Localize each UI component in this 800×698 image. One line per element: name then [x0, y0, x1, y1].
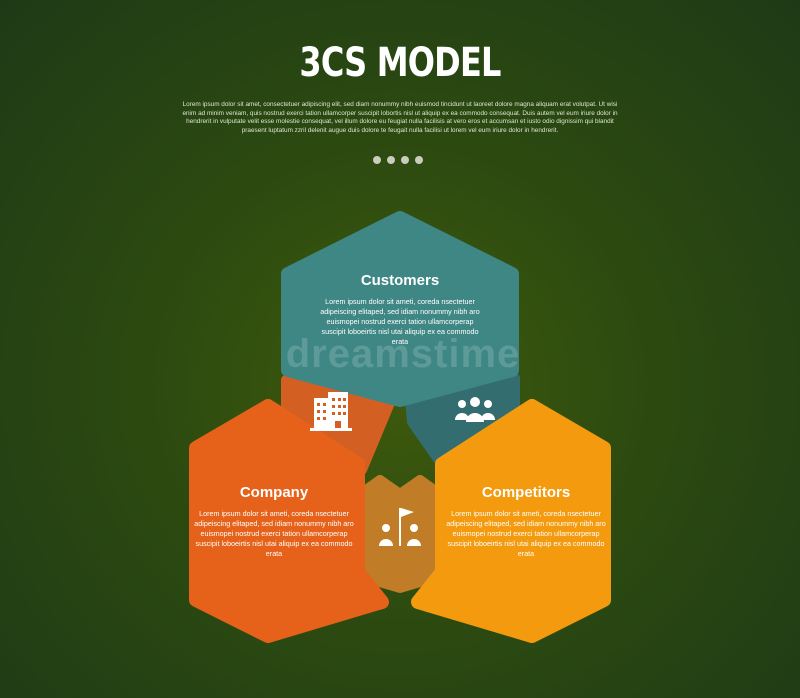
- customers-text-block: Customers Lorem ipsum dolor sit ameti, c…: [320, 272, 480, 347]
- people-group-icon: [455, 397, 495, 422]
- competitors-title: Competitors: [481, 484, 571, 501]
- company-hexagon: [189, 399, 389, 643]
- building-icon: [310, 392, 352, 431]
- flag-team-icon: [379, 508, 421, 546]
- watermark: dreamstime: [285, 332, 521, 376]
- page-subtitle: Lorem ipsum dolor sit amet, consectetuer…: [182, 101, 618, 134]
- company-text-block: Company Lorem ipsum dolor sit ameti, cor…: [194, 484, 354, 559]
- customers-hexagon: [281, 211, 519, 407]
- competitors-text-block: Competitors Lorem ipsum dolor sit ameti,…: [446, 484, 606, 559]
- pagination-dot: [401, 156, 409, 164]
- pagination-dots: [373, 156, 423, 164]
- company-body: Lorem ipsum dolor sit ameti, coreda nsec…: [194, 509, 354, 558]
- pagination-dot: [373, 156, 381, 164]
- competitors-body: Lorem ipsum dolor sit ameti, coreda nsec…: [446, 509, 606, 558]
- page-title: 3CS MODEL: [299, 40, 501, 86]
- company-title: Company: [239, 484, 309, 501]
- pagination-dot: [415, 156, 423, 164]
- customers-title: Customers: [360, 272, 440, 289]
- customers-body: Lorem ipsum dolor sit ameti, coreda nsec…: [320, 297, 480, 346]
- competitors-hexagon: [411, 399, 611, 643]
- pagination-dot: [387, 156, 395, 164]
